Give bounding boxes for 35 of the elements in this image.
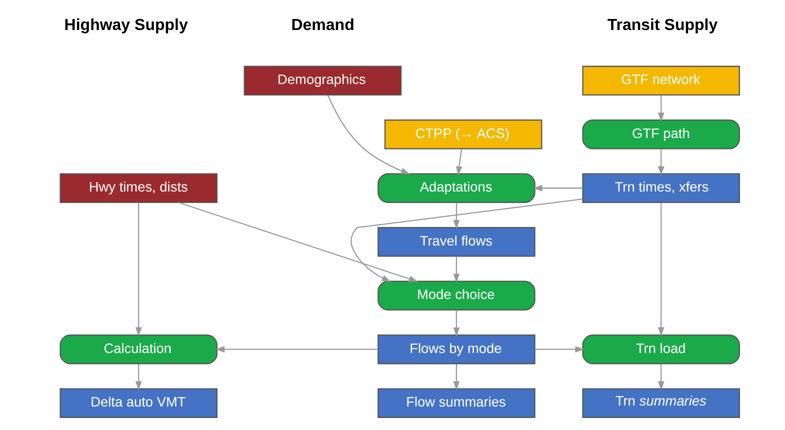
node-box: Delta auto VMT bbox=[59, 388, 217, 418]
node-box: CTPP (→ ACS) bbox=[384, 120, 542, 150]
node-box: Adaptations bbox=[377, 173, 535, 203]
arrow bbox=[534, 346, 584, 353]
arrow bbox=[657, 95, 664, 122]
node-box: Travel flows bbox=[377, 227, 535, 257]
arrow bbox=[456, 148, 462, 176]
node-box: GTF path bbox=[582, 120, 740, 150]
arrow bbox=[214, 346, 378, 353]
label: Highway Supply bbox=[64, 17, 188, 34]
arrow bbox=[134, 364, 142, 390]
arrow bbox=[452, 310, 460, 337]
arrow bbox=[532, 184, 582, 192]
arrow bbox=[326, 95, 410, 174]
label: Transit Supply bbox=[606, 17, 718, 34]
node-box: Mode choice bbox=[377, 280, 535, 310]
arrow bbox=[178, 202, 418, 282]
arrow bbox=[657, 149, 664, 176]
arrow bbox=[657, 202, 664, 336]
node-box: Trn load bbox=[582, 334, 740, 364]
arrow bbox=[350, 198, 582, 282]
node-box: Demographics bbox=[243, 66, 402, 96]
node-box: Hwy times, dists bbox=[59, 173, 217, 203]
node-box: Flows by mode bbox=[377, 334, 535, 364]
node-box: Flow summaries bbox=[377, 388, 535, 418]
node-box: Trn times, xfers bbox=[582, 173, 740, 203]
arrow bbox=[657, 364, 664, 390]
arrow bbox=[134, 202, 142, 336]
node-box: GTF network bbox=[582, 66, 740, 96]
arrow bbox=[452, 256, 460, 283]
arrow bbox=[452, 202, 460, 230]
node-box: Calculation bbox=[59, 334, 217, 364]
label: Demand bbox=[290, 17, 354, 34]
arrow bbox=[452, 364, 460, 390]
node-box: Trn summaries bbox=[582, 388, 740, 418]
